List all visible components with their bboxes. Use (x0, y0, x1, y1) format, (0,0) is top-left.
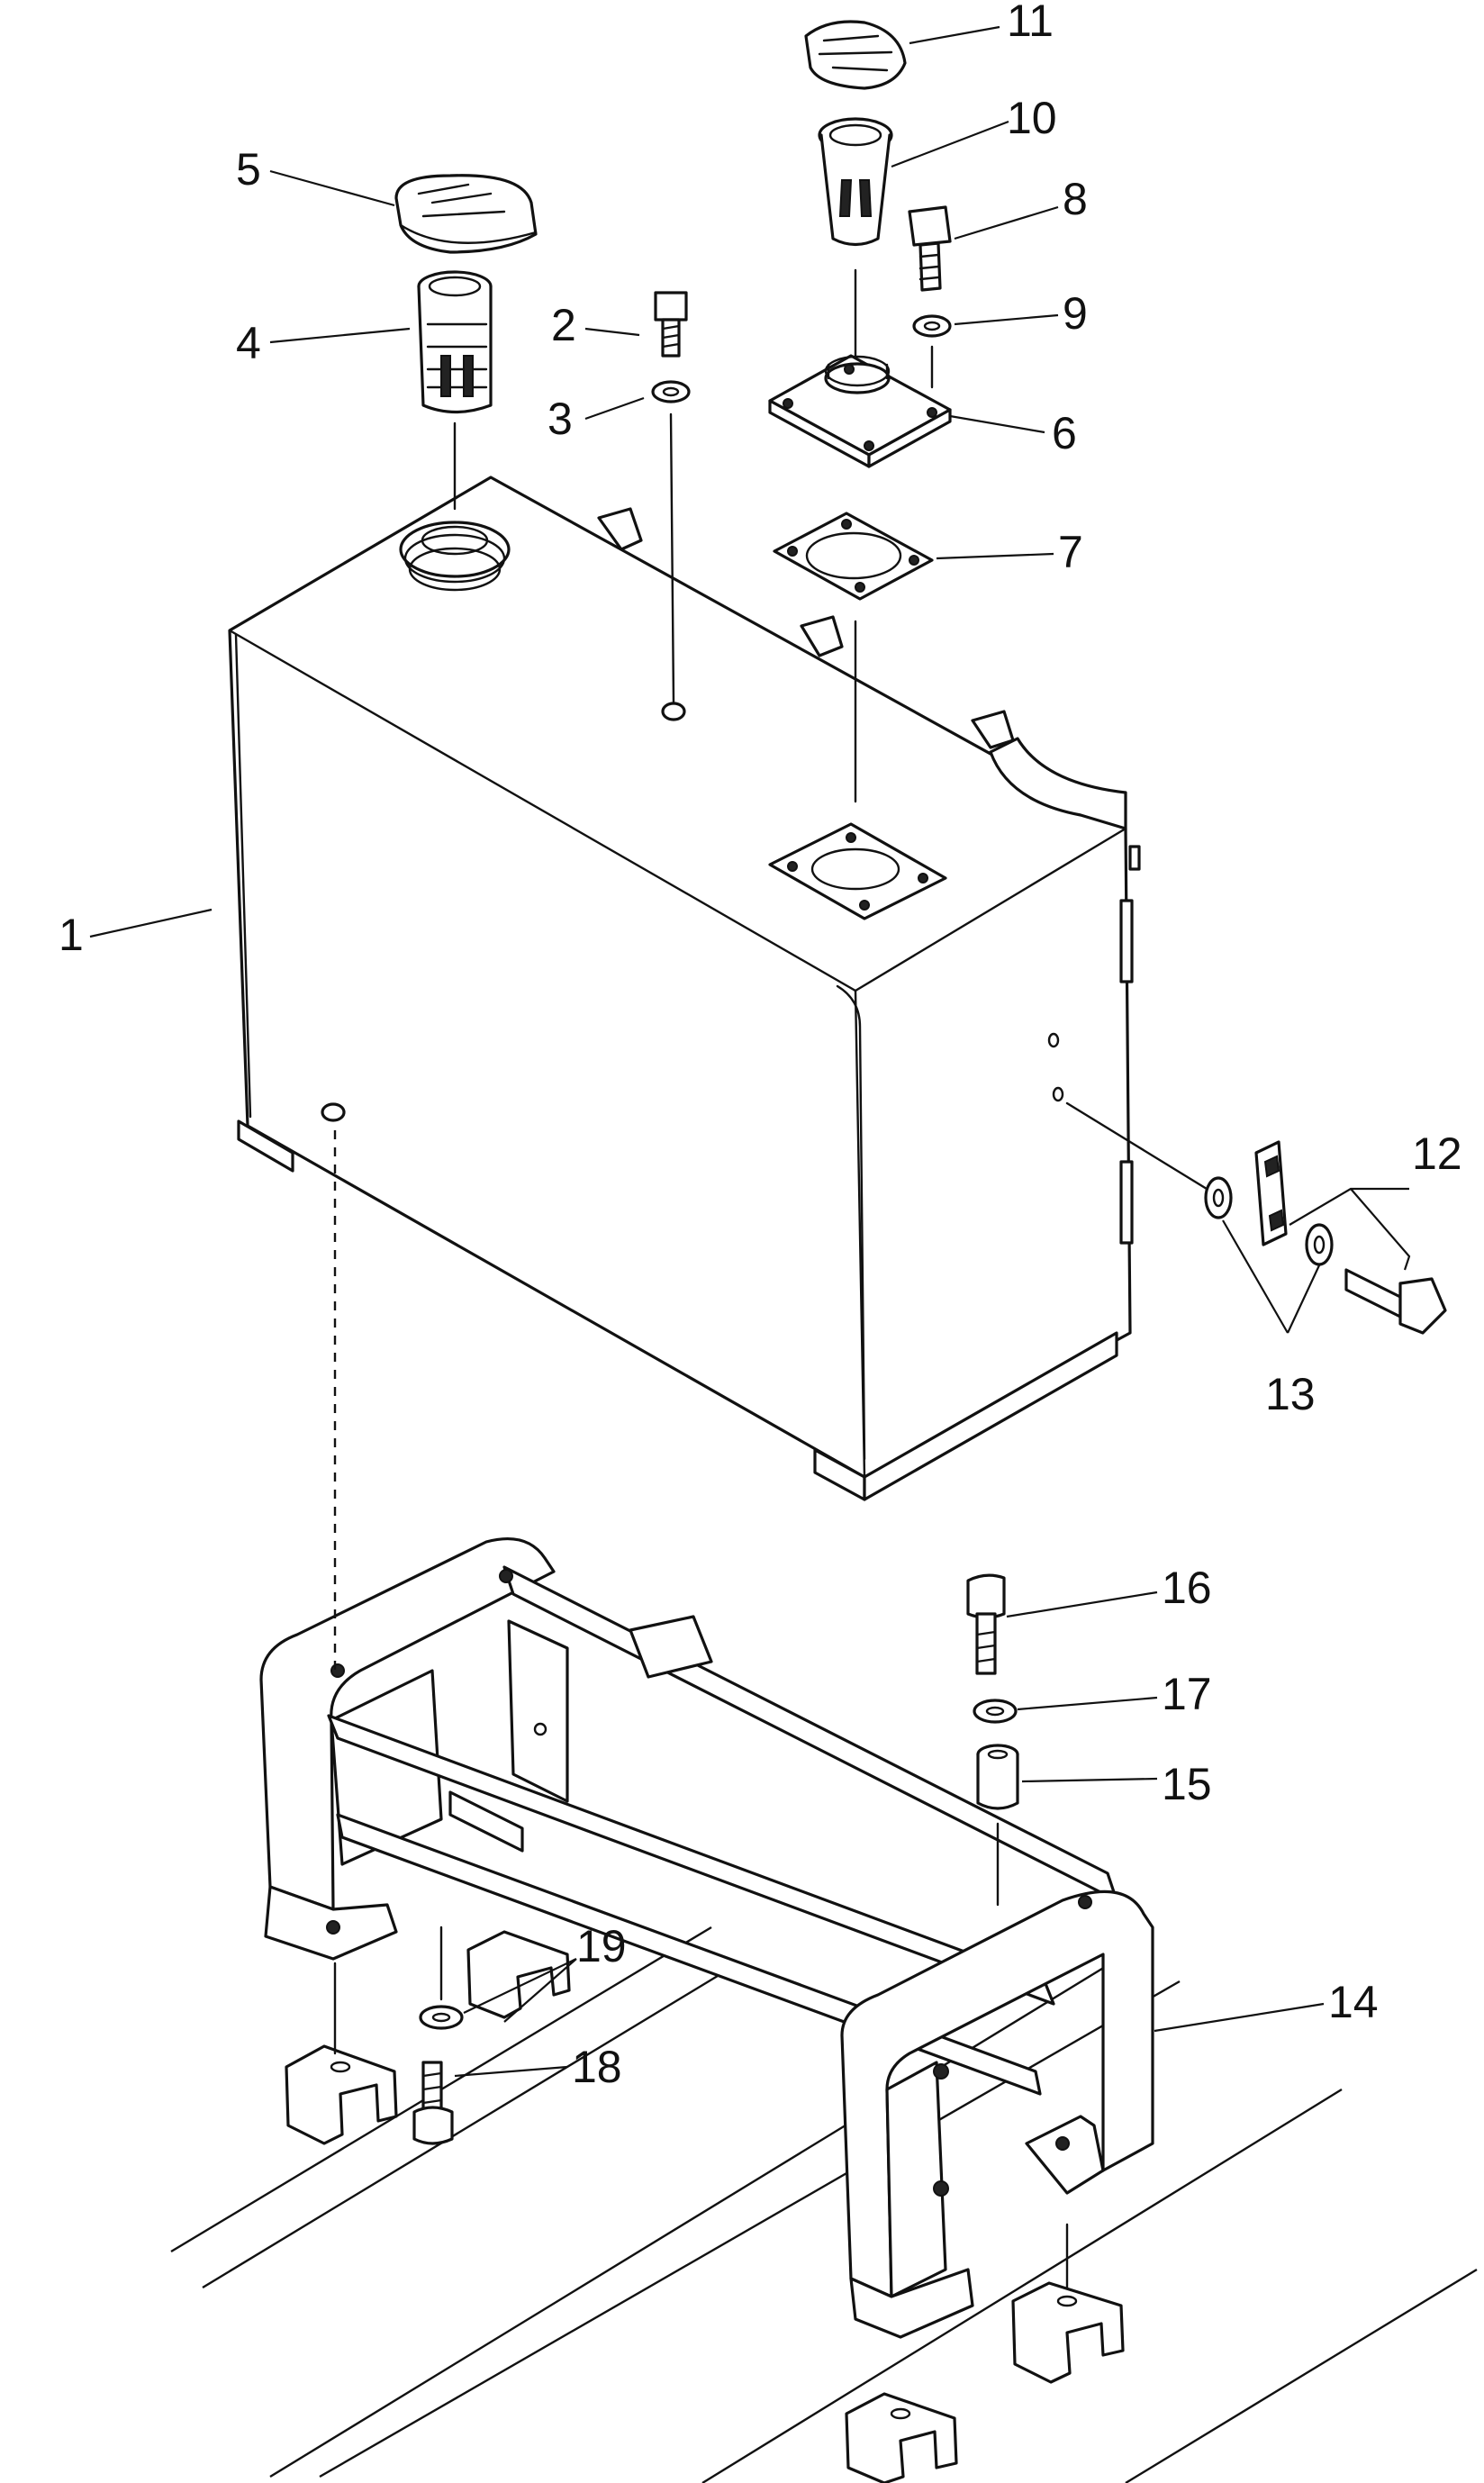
callout-3: 3 (547, 394, 573, 444)
oil-cap (394, 174, 538, 254)
filler-flange (768, 354, 952, 468)
callout-5: 5 (236, 144, 261, 195)
filler-cap (804, 20, 907, 90)
flange-washer (912, 314, 952, 338)
callout-11: 11 (1007, 0, 1054, 46)
flange-bolt (908, 205, 952, 292)
foot-block-left (285, 2044, 398, 2145)
callout-labels: 1 2 3 4 5 6 7 8 9 10 11 12 13 14 15 16 1… (59, 0, 1462, 2092)
foot-block-right (1011, 2281, 1125, 2384)
callout-13: 13 (1265, 1369, 1316, 1419)
lower-washer (419, 2005, 464, 2030)
gasket (773, 512, 934, 601)
mount-bolt (966, 1573, 1006, 1675)
filler-strainer (818, 117, 893, 247)
callout-12: 12 (1412, 1128, 1462, 1179)
callout-6: 6 (1052, 408, 1077, 458)
ground-rails (170, 1926, 1478, 2483)
callout-19: 19 (576, 1921, 627, 1971)
gauge-washer (1204, 1176, 1233, 1219)
plug-washer (651, 380, 691, 403)
callout-16: 16 (1162, 1563, 1212, 1613)
callout-7: 7 (1058, 527, 1083, 577)
lower-bolt (412, 2061, 454, 2145)
callout-18: 18 (572, 2042, 622, 2092)
callout-17: 17 (1162, 1669, 1212, 1719)
callout-14: 14 (1328, 1977, 1379, 2027)
mounting-bracket (259, 1537, 1154, 2339)
foot-block-mid (466, 1930, 571, 2019)
mount-washer (973, 1699, 1018, 1724)
gauge-bolt (1344, 1268, 1447, 1335)
gauge-washer-outer (1305, 1223, 1334, 1266)
foot-block-front (845, 2392, 958, 2483)
spacer (976, 1744, 1019, 1810)
callout-9: 9 (1063, 288, 1088, 339)
plug-leader (669, 412, 675, 704)
callout-2: 2 (551, 300, 576, 350)
level-gauge (1254, 1140, 1288, 1246)
gauge-leader (1065, 1101, 1208, 1191)
callout-1: 1 (59, 910, 84, 960)
drain-plug (654, 291, 688, 358)
oil-strainer (417, 270, 493, 414)
callout-10: 10 (1007, 93, 1057, 143)
callout-4: 4 (236, 318, 261, 368)
hydraulic-tank (228, 476, 1141, 1501)
callout-15: 15 (1162, 1759, 1212, 1809)
callout-8: 8 (1063, 174, 1088, 224)
leader-lines (89, 25, 1411, 2078)
